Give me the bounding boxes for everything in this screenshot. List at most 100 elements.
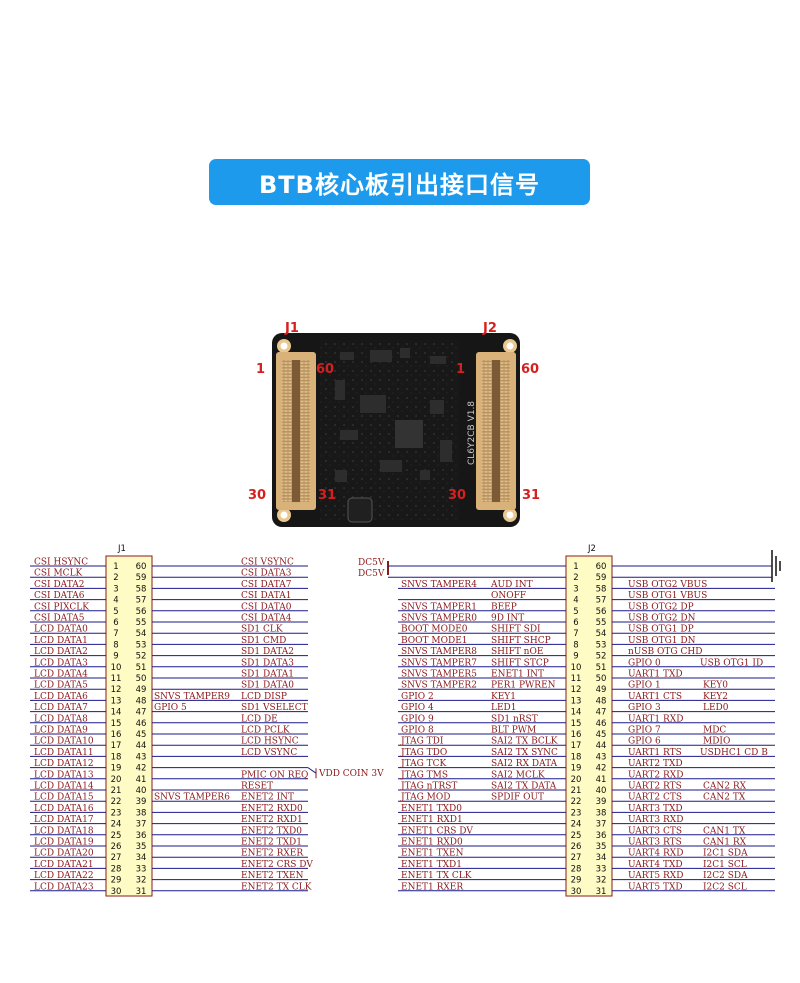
j1-pin-b: 32 bbox=[136, 876, 147, 886]
j1-left-signal: CSI DATA5 bbox=[34, 614, 85, 624]
j1-pin-a: 7 bbox=[113, 629, 118, 639]
j2-pin-b: 32 bbox=[596, 876, 607, 886]
j1-pin-b: 40 bbox=[136, 786, 147, 796]
j1-right-signal: PMIC ON REQ bbox=[241, 770, 308, 780]
j2-pin-a: 22 bbox=[571, 797, 582, 807]
j1-pin-b: 52 bbox=[136, 652, 147, 662]
j2-left-signal: ENET1 TXD0 bbox=[401, 804, 462, 814]
j2-pin-a: 11 bbox=[571, 674, 582, 684]
j1-pin-a: 25 bbox=[111, 831, 122, 841]
j2-right-alt-signal: LED0 bbox=[703, 703, 729, 713]
j2-pin-b: 44 bbox=[596, 741, 607, 751]
j1-pin-a: 5 bbox=[113, 607, 118, 617]
j2-pin-b: 51 bbox=[596, 663, 607, 673]
j2-left-signal: JTAG TMS bbox=[400, 770, 448, 780]
j2-pin-a: 26 bbox=[571, 842, 582, 852]
j2-pin-a: 13 bbox=[571, 696, 582, 706]
j2-right-alt-signal: KEY2 bbox=[703, 692, 728, 702]
j1-pin-b: 31 bbox=[136, 887, 147, 897]
j1-left-signal: LCD DATA14 bbox=[34, 782, 94, 792]
j2-pin-b: 55 bbox=[596, 618, 607, 628]
j2-right-alt-signal: I2C1 SCL bbox=[703, 860, 747, 870]
j1-pin-b: 53 bbox=[136, 640, 147, 650]
j2-alt-signal: SAI2 TX SYNC bbox=[491, 748, 558, 758]
vdd-coin-wire bbox=[307, 767, 317, 774]
j1-right-signal: ENET2 TXD1 bbox=[241, 838, 302, 848]
j2-pin-a: 30 bbox=[571, 887, 582, 897]
j1-left-signal: LCD DATA18 bbox=[34, 826, 94, 836]
j2-alt-signal: PER1 PWREN bbox=[491, 681, 556, 691]
j1-body bbox=[105, 555, 153, 897]
j1-right-signal: ENET2 CRS DV bbox=[241, 860, 313, 870]
j2-right-signal: UART3 RXD bbox=[628, 815, 683, 825]
j2-alt-signal: SHIFT STCP bbox=[491, 658, 549, 668]
j2-name: J2 bbox=[587, 544, 596, 554]
j1-pin-a: 10 bbox=[111, 663, 122, 673]
j2-left-signal: ENET1 RXD0 bbox=[401, 838, 463, 848]
j2-left-signal: BOOT MODE0 bbox=[401, 625, 468, 635]
j2-pin-b: 58 bbox=[596, 584, 607, 594]
j2-pin-a: 29 bbox=[571, 876, 582, 886]
j2-alt-signal: BEEP bbox=[491, 602, 517, 612]
j2-pin-a: 14 bbox=[571, 708, 582, 718]
j2-right-signal: UART4 RXD bbox=[628, 849, 683, 859]
j1-pin-b: 54 bbox=[136, 629, 147, 639]
j2-pin-b: 56 bbox=[596, 607, 607, 617]
j1-pin-b: 39 bbox=[136, 797, 147, 807]
j1-pin-b: 45 bbox=[136, 730, 147, 740]
j1-pin-a: 21 bbox=[111, 786, 122, 796]
j2-alt-signal: 9D INT bbox=[491, 614, 524, 624]
j2-pin-b: 60 bbox=[596, 562, 607, 572]
j2-pin-b: 38 bbox=[596, 808, 607, 818]
j1-left-signal: LCD DATA2 bbox=[34, 647, 88, 657]
j2-left-signal: ENET1 RXER bbox=[401, 882, 463, 892]
j1-pin-a: 15 bbox=[111, 719, 122, 729]
j2-body bbox=[565, 555, 613, 897]
j1-label: J1 bbox=[284, 321, 299, 336]
j1-pin-b: 48 bbox=[136, 696, 147, 706]
j2-pin-b: 41 bbox=[596, 775, 607, 785]
j1-right-signal: SD1 DATA3 bbox=[241, 658, 294, 668]
j1-left-signal: LCD DATA11 bbox=[34, 748, 94, 758]
j2-right-signal: GPIO 7 bbox=[628, 726, 661, 736]
mounting-holes bbox=[277, 339, 517, 522]
dc5v-label-1: DC5V bbox=[358, 558, 385, 568]
j1-pin-a: 24 bbox=[111, 820, 122, 830]
j2-left-signal: SNVS TAMPER1 bbox=[401, 602, 477, 612]
page-title: BTB核心板引出接口信号 bbox=[259, 170, 540, 199]
j2-right-signal: UART1 CTS bbox=[628, 692, 682, 702]
j2-right-signal: GPIO 0 bbox=[628, 658, 661, 668]
j2-pin60-callout: 60 bbox=[521, 362, 539, 377]
j2-alt-signal: SPDIF OUT bbox=[491, 793, 544, 803]
j2-pin-a: 9 bbox=[573, 652, 578, 662]
j1-pin-b: 46 bbox=[136, 719, 147, 729]
j1-pin31-callout: 31 bbox=[318, 488, 336, 503]
j2-right-alt-signal: I2C1 SDA bbox=[703, 849, 748, 859]
j2-left-signal: JTAG TDO bbox=[400, 748, 447, 758]
j2-left-signal: GPIO 9 bbox=[401, 714, 434, 724]
j1-pin-b: 58 bbox=[136, 584, 147, 594]
j2-right-signal: UART1 RTS bbox=[628, 748, 682, 758]
j2-alt-signal: LED1 bbox=[491, 703, 517, 713]
j1-left-signal: LCD DATA21 bbox=[34, 860, 94, 870]
j2-right-signal: UART3 RTS bbox=[628, 838, 682, 848]
j2-pin-b: 49 bbox=[596, 685, 607, 695]
j2-pin-a: 17 bbox=[571, 741, 582, 751]
j2-left-signal: SNVS TAMPER2 bbox=[401, 681, 477, 691]
j1-pin-a: 27 bbox=[111, 853, 122, 863]
j1-pin-b: 55 bbox=[136, 618, 147, 628]
j1-pin-b: 56 bbox=[136, 607, 147, 617]
j1-right-signal: SD1 DATA0 bbox=[241, 681, 294, 691]
j2-pin-a: 2 bbox=[573, 573, 578, 583]
j2-pin-b: 47 bbox=[596, 708, 607, 718]
j1-left-signal: LCD DATA5 bbox=[34, 681, 88, 691]
j1-pin-b: 51 bbox=[136, 663, 147, 673]
j1-left-signal: LCD DATA16 bbox=[34, 804, 94, 814]
j2-pin-a: 24 bbox=[571, 820, 582, 830]
j1-pin-a: 3 bbox=[113, 584, 118, 594]
j1-left-signal: LCD DATA22 bbox=[34, 871, 94, 881]
j2-left-signal: SNVS TAMPER5 bbox=[401, 670, 477, 680]
vdd-coin-label: VDD COIN 3V bbox=[318, 769, 384, 779]
j2-left-signal: BOOT MODE1 bbox=[401, 636, 468, 646]
